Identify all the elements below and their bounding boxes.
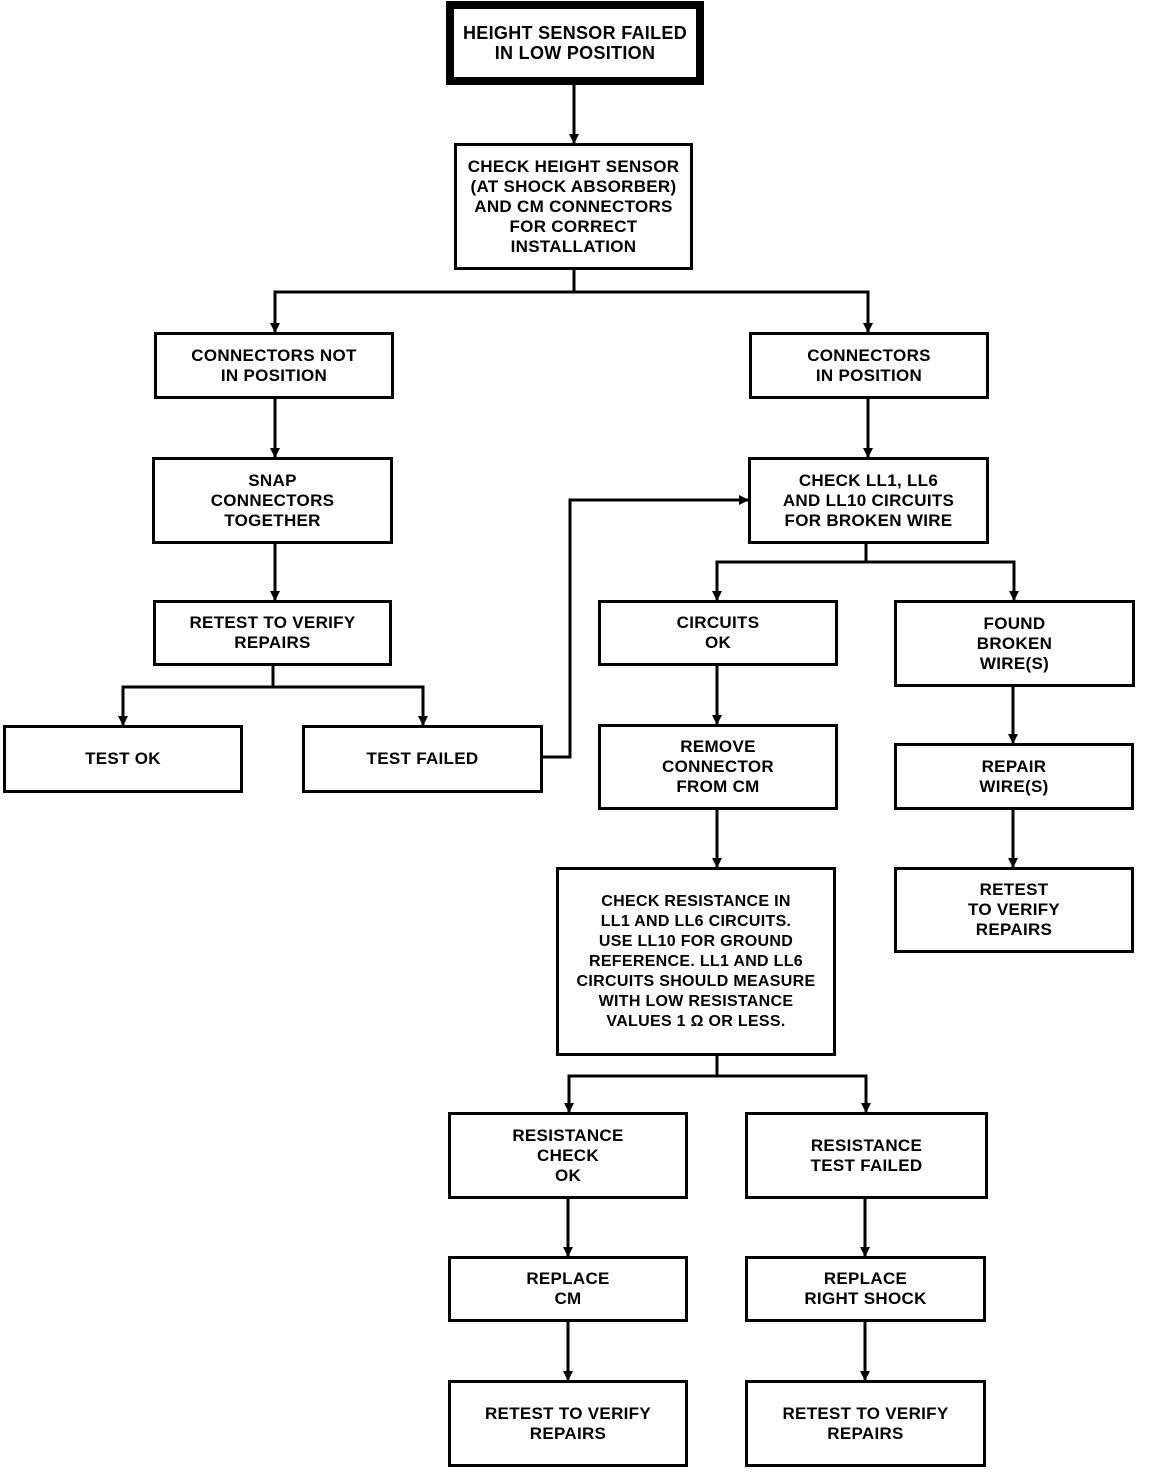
node-retest-left: RETEST TO VERIFY REPAIRS	[153, 600, 392, 666]
node-replace-shock: REPLACE RIGHT SHOCK	[745, 1256, 986, 1322]
node-in-position: CONNECTORS IN POSITION	[749, 332, 989, 399]
connector-retest-split-left	[118, 665, 275, 726]
node-resistance-ok-label: RESISTANCE CHECK OK	[512, 1125, 624, 1185]
node-remove-connector: REMOVE CONNECTOR FROM CM	[598, 724, 838, 810]
node-retest-cm: RETEST TO VERIFY REPAIRS	[448, 1380, 688, 1467]
connector-resistance-split-right	[717, 1074, 871, 1113]
node-test-ok-label: TEST OK	[85, 749, 161, 768]
node-replace-cm-label: REPLACE CM	[526, 1269, 610, 1308]
connector-check-split	[270, 269, 576, 333]
node-test-failed-label: TEST FAILED	[366, 749, 479, 768]
node-retest-cm-label: RETEST TO VERIFY REPAIRS	[484, 1403, 651, 1443]
node-check-circuits: CHECK LL1, LL6 AND LL10 CIRCUITS FOR BRO…	[748, 457, 989, 544]
node-snap-connectors-label: SNAP CONNECTORS TOGETHER	[210, 470, 335, 530]
node-resistance-failed: RESISTANCE TEST FAILED	[745, 1112, 988, 1199]
node-found-broken: FOUND BROKEN WIRE(S)	[894, 600, 1135, 687]
connector-retest-split-right	[273, 685, 428, 726]
node-check-circuits-label: CHECK LL1, LL6 AND LL10 CIRCUITS FOR BRO…	[782, 470, 955, 530]
node-circuits-ok: CIRCUITS OK	[598, 600, 838, 666]
node-check-sensor: CHECK HEIGHT SENSOR (AT SHOCK ABSORBER) …	[454, 143, 693, 270]
node-repair-wires-label: REPAIR WIRE(S)	[979, 756, 1049, 796]
node-retest-right: RETEST TO VERIFY REPAIRS	[894, 867, 1134, 953]
node-repair-wires: REPAIR WIRE(S)	[894, 743, 1134, 810]
connector-circuits-split-left	[712, 543, 868, 601]
node-retest-shock-label: RETEST TO VERIFY REPAIRS	[782, 1403, 949, 1443]
node-check-resistance: CHECK RESISTANCE IN LL1 AND LL6 CIRCUITS…	[556, 867, 836, 1056]
node-not-in-position: CONNECTORS NOT IN POSITION	[154, 332, 394, 399]
node-remove-connector-label: REMOVE CONNECTOR FROM CM	[662, 737, 774, 796]
node-retest-right-label: RETEST TO VERIFY REPAIRS	[967, 880, 1061, 939]
connector-check-split-right	[574, 290, 873, 333]
node-replace-shock-label: REPLACE RIGHT SHOCK	[804, 1269, 927, 1308]
node-resistance-ok: RESISTANCE CHECK OK	[448, 1112, 688, 1199]
node-check-resistance-label: CHECK RESISTANCE IN LL1 AND LL6 CIRCUITS…	[576, 892, 816, 1030]
node-start: HEIGHT SENSOR FAILED IN LOW POSITION	[446, 1, 704, 85]
connector-resistance-split-left	[564, 1055, 719, 1113]
node-replace-cm: REPLACE CM	[448, 1256, 688, 1322]
node-start-label: HEIGHT SENSOR FAILED IN LOW POSITION	[462, 23, 688, 63]
node-test-ok: TEST OK	[3, 725, 243, 793]
node-retest-shock: RETEST TO VERIFY REPAIRS	[745, 1380, 986, 1467]
node-in-position-label: CONNECTORS IN POSITION	[807, 345, 931, 385]
connector-circuits-split-right	[866, 560, 1019, 601]
node-test-failed: TEST FAILED	[302, 725, 543, 793]
node-check-sensor-label: CHECK HEIGHT SENSOR (AT SHOCK ABSORBER) …	[467, 156, 680, 256]
node-not-in-position-label: CONNECTORS NOT IN POSITION	[191, 345, 357, 385]
node-found-broken-label: FOUND BROKEN WIRE(S)	[976, 613, 1053, 673]
node-retest-left-label: RETEST TO VERIFY REPAIRS	[189, 613, 356, 652]
node-circuits-ok-label: CIRCUITS OK	[676, 613, 760, 652]
node-snap-connectors: SNAP CONNECTORS TOGETHER	[152, 457, 393, 544]
node-resistance-failed-label: RESISTANCE TEST FAILED	[810, 1135, 923, 1175]
connector-failed-loop	[542, 495, 749, 759]
